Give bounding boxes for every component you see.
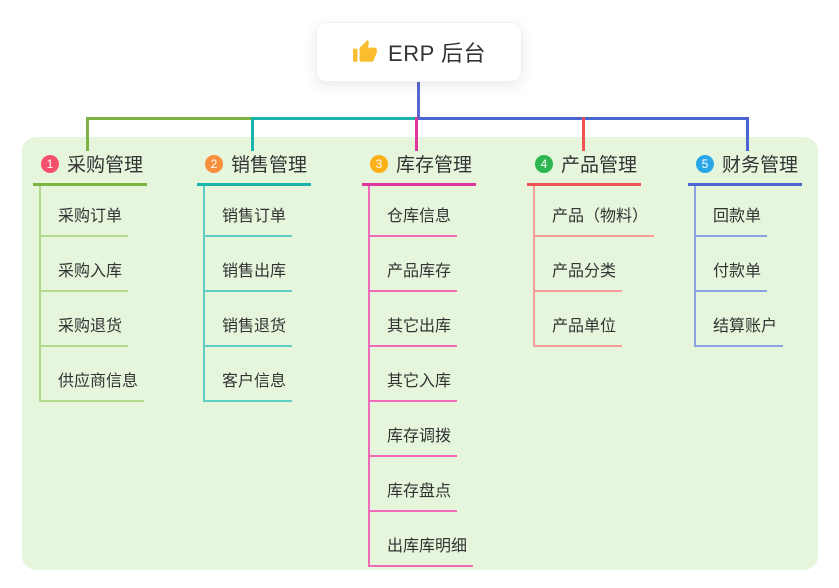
node-item-label: 客户信息 [222, 373, 287, 390]
node-item-label: 其它入库 [387, 373, 452, 390]
column-items: 采购订单采购入库采购退货供应商信息 [39, 186, 147, 402]
node-item[interactable]: 产品（物料） [535, 186, 655, 237]
index-badge: 5 [696, 154, 714, 173]
index-badge: 2 [205, 154, 223, 173]
column-header[interactable]: 3 库存管理 [362, 150, 476, 186]
column-header[interactable]: 5 财务管理 [688, 150, 802, 186]
node-item[interactable]: 回款单 [696, 186, 768, 237]
node-item-label: 结算账户 [713, 318, 778, 335]
column-inventory: 3 库存管理 仓库信息产品库存其它出库其它入库库存调拨库存盘点出库库明细 [362, 150, 476, 567]
column-items: 回款单付款单结算账户 [694, 186, 802, 347]
index-badge: 3 [370, 154, 388, 173]
connector-root-line [417, 81, 420, 118]
node-item-label: 其它出库 [387, 318, 452, 335]
root-node[interactable]: ERP 后台 [316, 22, 522, 82]
index-badge: 4 [535, 154, 553, 173]
column-items: 产品（物料） 产品分类产品单位 [533, 186, 655, 347]
node-item[interactable]: 其它出库 [370, 292, 458, 347]
node-item-label: 产品单位 [552, 318, 617, 335]
column-items: 仓库信息产品库存其它出库其它入库库存调拨库存盘点出库库明细 [368, 186, 476, 567]
node-item-label: 销售订单 [222, 208, 287, 225]
node-item[interactable]: 产品分类 [535, 237, 623, 292]
column-product: 4 产品管理 产品（物料） 产品分类产品单位 [527, 150, 655, 347]
node-item-label: 回款单 [713, 208, 762, 225]
node-item-label: 采购订单 [58, 208, 123, 225]
column-finance: 5 财务管理 回款单付款单结算账户 [688, 150, 802, 347]
node-item[interactable]: 出库库明细 [370, 512, 474, 567]
connector-drop-inventory [415, 117, 418, 151]
node-item[interactable]: 客户信息 [205, 347, 293, 402]
node-item-label: 出库库明细 [387, 538, 468, 555]
node-item[interactable]: 其它入库 [370, 347, 458, 402]
column-title: 产品管理 [561, 155, 638, 176]
column-header[interactable]: 1 采购管理 [33, 150, 147, 186]
root-node-label: ERP 后台 [388, 41, 486, 66]
node-item-label: 付款单 [713, 263, 762, 280]
node-item-label: 库存盘点 [387, 483, 452, 500]
column-title: 采购管理 [67, 155, 144, 176]
column-title: 财务管理 [722, 155, 799, 176]
node-item[interactable]: 销售出库 [205, 237, 293, 292]
thumbs-up-icon [352, 39, 378, 65]
connector-drop-finance [746, 117, 749, 151]
column-header[interactable]: 4 产品管理 [527, 150, 641, 186]
mindmap-panel: 1 采购管理 采购订单采购入库采购退货供应商信息 2 销售管理 销售订单销售出库… [22, 137, 818, 570]
node-item[interactable]: 仓库信息 [370, 186, 458, 237]
node-item[interactable]: 产品库存 [370, 237, 458, 292]
node-item-label: 供应商信息 [58, 373, 139, 390]
node-item[interactable]: 销售订单 [205, 186, 293, 237]
node-item-label: 仓库信息 [387, 208, 452, 225]
connector-drop-purchase [86, 117, 89, 151]
column-title: 销售管理 [231, 155, 308, 176]
index-badge: 1 [41, 154, 59, 173]
connector-drop-sales [251, 117, 254, 151]
node-item[interactable]: 采购退货 [41, 292, 129, 347]
node-item[interactable]: 供应商信息 [41, 347, 145, 402]
column-items: 销售订单销售出库销售退货客户信息 [203, 186, 311, 402]
column-header[interactable]: 2 销售管理 [197, 150, 311, 186]
node-item[interactable]: 产品单位 [535, 292, 623, 347]
node-item[interactable]: 采购订单 [41, 186, 129, 237]
node-item-label: 产品库存 [387, 263, 452, 280]
node-item-label: 采购入库 [58, 263, 123, 280]
node-item-label: 销售退货 [222, 318, 287, 335]
node-item[interactable]: 库存盘点 [370, 457, 458, 512]
column-title: 库存管理 [396, 155, 473, 176]
connector-trunk-mid [253, 117, 418, 120]
node-item-label: 采购退货 [58, 318, 123, 335]
node-item-label: 产品（物料） [552, 208, 649, 225]
node-item[interactable]: 结算账户 [696, 292, 784, 347]
node-item-label: 库存调拨 [387, 428, 452, 445]
node-item-label: 销售出库 [222, 263, 287, 280]
node-item-label: 产品分类 [552, 263, 617, 280]
column-sales: 2 销售管理 销售订单销售出库销售退货客户信息 [197, 150, 311, 402]
column-purchase: 1 采购管理 采购订单采购入库采购退货供应商信息 [33, 150, 147, 402]
node-item[interactable]: 销售退货 [205, 292, 293, 347]
node-item[interactable]: 付款单 [696, 237, 768, 292]
node-item[interactable]: 采购入库 [41, 237, 129, 292]
connector-trunk-left [86, 117, 253, 120]
node-item[interactable]: 库存调拨 [370, 402, 458, 457]
connector-drop-product [582, 117, 585, 151]
